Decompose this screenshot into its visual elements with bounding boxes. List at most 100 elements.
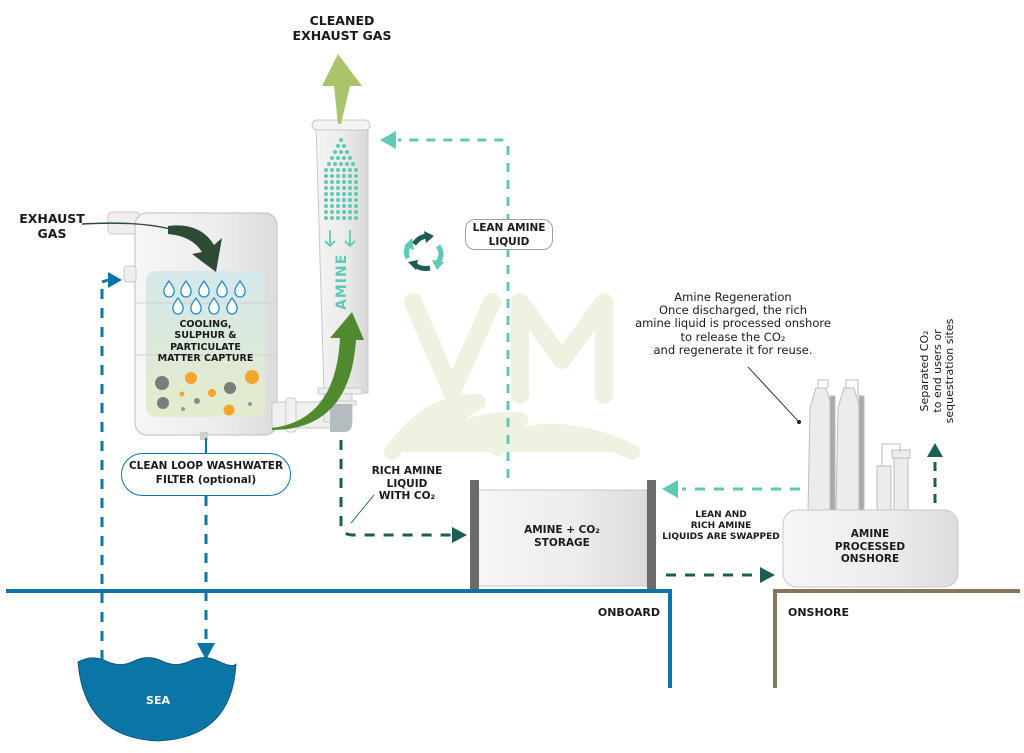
amine-spray-dots [324, 138, 358, 220]
lean-amine-flow-line [380, 131, 510, 478]
amine-dot [354, 198, 358, 202]
amine-dot [342, 192, 346, 196]
amine-dot [354, 174, 358, 178]
particle-icons [155, 370, 259, 416]
label-line: CLEAN LOOP WASHWATER [128, 460, 284, 472]
amine-dot [348, 216, 352, 220]
amine-dot [324, 216, 328, 220]
amine-dot [339, 150, 343, 154]
amine-dot [330, 186, 334, 190]
amine-dot [324, 192, 328, 196]
label-line: AMINE + CO₂ [524, 524, 600, 536]
rich-amine-flow-line [339, 440, 467, 543]
label-line: RICH AMINE [690, 520, 752, 531]
separated-co2-arrow [927, 443, 943, 503]
amine-dot [354, 186, 358, 190]
amine-dot [324, 210, 328, 214]
amine-dot [348, 186, 352, 190]
onshore-ground-line [773, 589, 1020, 688]
cleaned-exhaust-gas-label: CLEANED EXHAUST GAS [272, 13, 412, 43]
amine-dot [342, 216, 346, 220]
amine-dot [324, 168, 328, 172]
storage-label: AMINE + CO₂ STORAGE [490, 524, 634, 549]
amine-dot [333, 162, 337, 166]
label-line: AMINE [850, 528, 890, 540]
amine-dot [342, 156, 346, 160]
label-line: LEAN AMINE [472, 222, 546, 234]
down-arrows-icon [324, 230, 356, 248]
label-line: ONSHORE [788, 606, 850, 619]
amine-dot [348, 180, 352, 184]
washwater-intake-line [100, 272, 122, 660]
water-droplet-icon [198, 279, 210, 298]
amine-dot [354, 210, 358, 214]
water-droplet-icon [216, 279, 228, 298]
label-line: STORAGE [534, 536, 590, 549]
amine-dot [327, 162, 331, 166]
note-line: and regenerate it for reuse. [653, 342, 813, 357]
amine-dot [336, 144, 340, 148]
label-line: LIQUID [386, 477, 428, 490]
label-line: LIQUIDS ARE SWAPPED [662, 531, 780, 542]
amine-dot [336, 168, 340, 172]
amine-storage-tank [470, 480, 656, 590]
label-line: RICH AMINE [371, 465, 443, 477]
label-line: SEA [146, 694, 170, 707]
onboard-deck-line [6, 589, 672, 688]
note-line: Once discharged, the rich [658, 303, 808, 318]
water-droplet-icon [180, 279, 192, 298]
watermark-logo [384, 293, 640, 460]
lean-amine-liquid-label: LEAN AMINE LIQUID [465, 219, 553, 250]
amine-dot [336, 192, 340, 196]
label-line: LEAN AND [695, 510, 747, 520]
amine-dot [324, 186, 328, 190]
amine-dot [345, 162, 349, 166]
amine-dot [354, 180, 358, 184]
amine-dot [351, 162, 355, 166]
water-droplet-icon [172, 296, 184, 315]
recycle-arrows-icon [403, 231, 444, 271]
water-droplet-icon [234, 279, 246, 298]
amine-dot [339, 138, 343, 142]
onshore-label: ONSHORE [788, 606, 868, 619]
amine-dot [336, 198, 340, 202]
label-line: EXHAUST GAS [292, 28, 392, 43]
amine-dot [324, 204, 328, 208]
label-line: FILTER (optional) [155, 473, 257, 486]
amine-dot [342, 168, 346, 172]
amine-column-label: AMINE [334, 254, 350, 310]
label-line: WITH CO₂ [378, 490, 436, 503]
label-line: PARTICULATE [170, 341, 241, 353]
amine-dot [348, 204, 352, 208]
amine-dot [354, 204, 358, 208]
amine-dot [330, 216, 334, 220]
amine-dot [336, 156, 340, 160]
amine-dot [342, 204, 346, 208]
amine-processed-onshore-label: AMINE PROCESSED ONSHORE [800, 528, 940, 566]
note-line: sequestration sites [943, 318, 957, 424]
label-line: EXHAUST [19, 211, 85, 226]
amine-dot [330, 198, 334, 202]
label-line: GAS [37, 226, 67, 241]
amine-dot [354, 216, 358, 220]
sea-label: SEA [128, 694, 188, 707]
amine-dot [330, 174, 334, 178]
amine-dot [342, 186, 346, 190]
amine-dot [348, 168, 352, 172]
water-droplet-icon [190, 296, 202, 315]
amine-dot [330, 192, 334, 196]
regeneration-note: Amine Regeneration Once discharged, the … [628, 290, 838, 357]
amine-dot [354, 168, 358, 172]
amine-dot [342, 210, 346, 214]
amine-dot [336, 186, 340, 190]
amine-dot [324, 180, 328, 184]
flue-gas-arrow [272, 312, 364, 430]
note-line: Amine Regeneration [674, 290, 792, 304]
rich-amine-offload-line [666, 567, 775, 583]
amine-dot [348, 210, 352, 214]
amine-dot [330, 168, 334, 172]
amine-dot [324, 198, 328, 202]
note-line: to release the CO₂ [680, 329, 786, 344]
separated-co2-note: Separated CO₂ to end users or sequestrat… [918, 311, 957, 431]
